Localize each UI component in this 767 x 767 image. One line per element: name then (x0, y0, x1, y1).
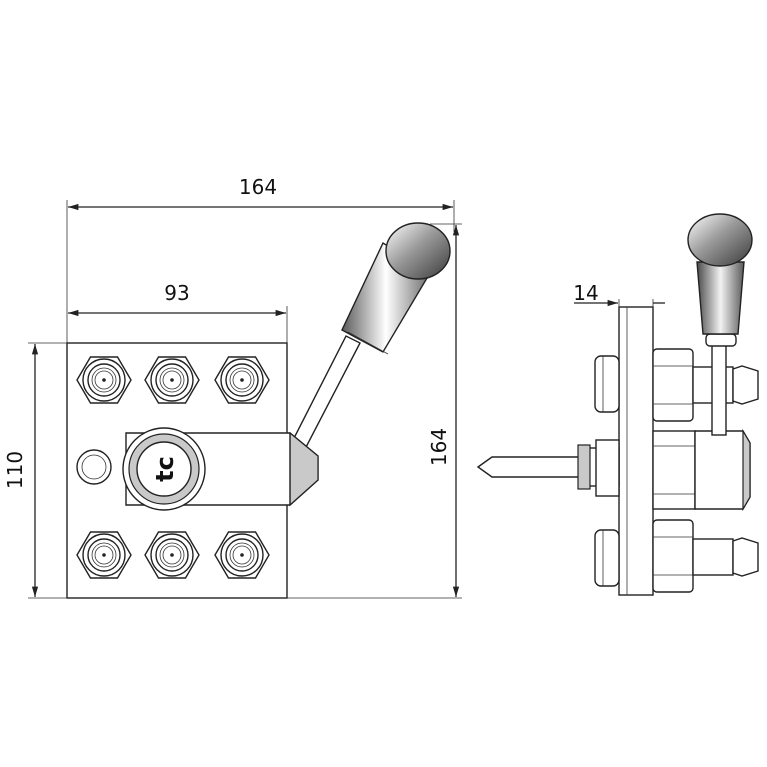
fitting (214, 531, 270, 579)
fitting (144, 531, 200, 579)
indicator-ring (76, 449, 112, 485)
side-valve-body (652, 428, 751, 512)
side-plate (618, 306, 654, 596)
side-lever (687, 213, 753, 436)
side-fitting-bottom (652, 519, 759, 593)
dimension-label-plate-width: 93 (164, 281, 189, 305)
lever (289, 222, 451, 452)
fitting-row-bottom (76, 531, 270, 579)
dimension-overall-width: 164 (66, 175, 455, 343)
dimension-side-thickness: 14 (573, 281, 665, 307)
side-fitting-top (652, 348, 759, 422)
dimension-overall-height: 164 (287, 223, 462, 599)
front-view: tc 164 93 110 164 (3, 175, 462, 599)
fitting (144, 356, 200, 404)
dimension-plate-width: 93 (68, 281, 288, 343)
side-lever-knob (687, 213, 753, 267)
side-stub-bottom (594, 529, 620, 587)
side-lever-grip (696, 261, 745, 335)
dimension-label-overall-width: 164 (239, 175, 277, 199)
fitting (76, 356, 132, 404)
dimension-label-overall-height: 164 (427, 428, 451, 466)
dimension-label-side-thickness: 14 (573, 281, 598, 305)
side-stub-top (594, 355, 620, 413)
fitting (76, 531, 132, 579)
dimension-label-plate-height: 110 (3, 451, 27, 489)
lever-knob (385, 222, 451, 280)
side-view: 14 (476, 213, 759, 596)
fitting-row-top (76, 356, 270, 404)
side-spindle (476, 439, 620, 497)
fitting (214, 356, 270, 404)
valve-body: tc (122, 427, 319, 511)
dimension-plate-height: 110 (3, 342, 67, 599)
valve-logo: tc (151, 456, 179, 482)
